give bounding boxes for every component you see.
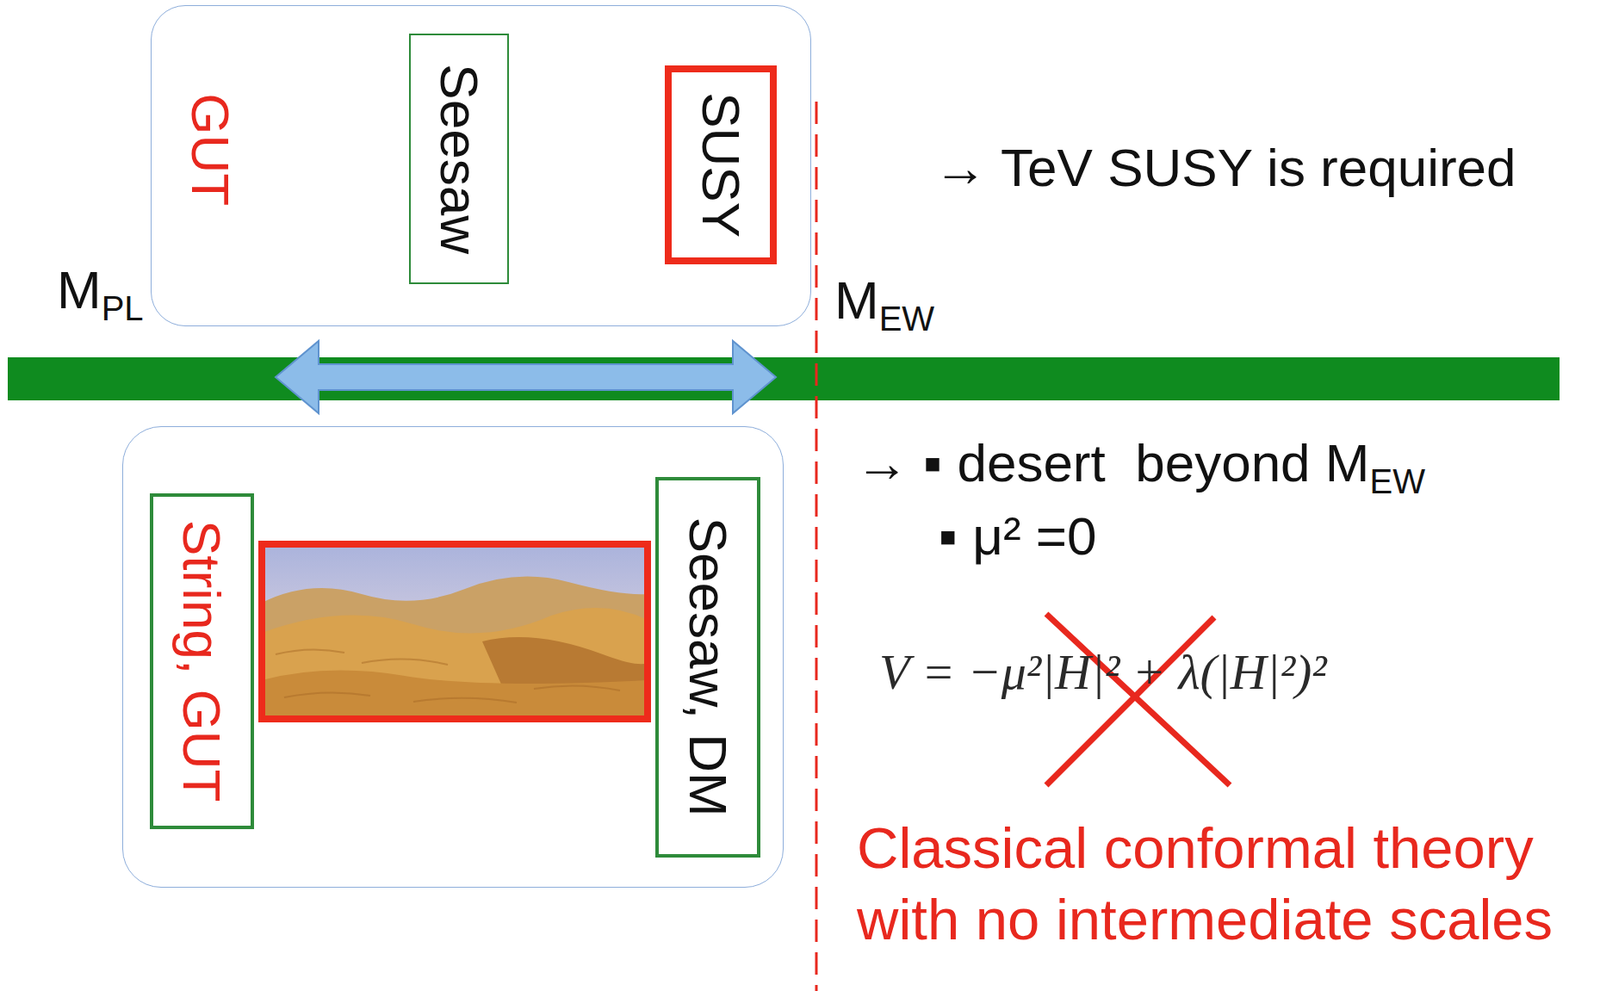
label-group: Classical conformal theory with no inter…: [856, 812, 1600, 956]
scale-subscript: EW: [1369, 461, 1425, 502]
double-arrow: [275, 341, 776, 414]
label-group: → TeV SUSY is required: [933, 136, 1517, 199]
scale-group-box: GUT Seesaw SUSY: [150, 5, 812, 327]
label-group: V = −μ²|H|² + λ(|H|²)²: [879, 644, 1328, 702]
theory-box: String, GUT: [149, 493, 255, 830]
conclusion-note: ▪ μ² =0: [938, 505, 1098, 567]
theory-label: SUSY: [689, 92, 751, 238]
conclusion-note: → TeV SUSY is required: [933, 136, 1517, 199]
scale-symbol: M: [56, 259, 102, 321]
label-group: ▪ μ² =0: [938, 505, 1098, 567]
conclusion-caption: Classical conformal theory with no inter…: [856, 812, 1600, 956]
scale-subscript: EW: [879, 298, 935, 339]
scale-subscript: PL: [101, 288, 144, 329]
theory-label: String, GUT: [171, 520, 233, 802]
scale-symbol: M: [834, 269, 880, 331]
potential-formula: V = −μ²|H|² + λ(|H|²)²: [879, 644, 1328, 702]
conclusion-note: → ▪ desert beyond M: [855, 432, 1370, 494]
theory-label: Seesaw, DM: [676, 517, 738, 818]
scale-group-box: String, GUT Seesaw, DM: [122, 426, 784, 888]
energy-axis-bar: [7, 357, 1560, 401]
highlight-box: SUSY: [664, 65, 777, 265]
theory-label: Seesaw: [427, 63, 490, 255]
desert-frame: [261, 544, 648, 720]
theory-box: Seesaw, DM: [655, 477, 761, 858]
theory-box: Seesaw: [409, 33, 509, 285]
electroweak-dashed-line: [815, 101, 819, 991]
desert-picture: [261, 544, 648, 720]
label-group: MEW: [834, 269, 935, 331]
label-group: → ▪ desert beyond MEW: [855, 432, 1426, 494]
label-group: MPL: [56, 259, 144, 321]
theory-label: GUT: [179, 93, 241, 206]
